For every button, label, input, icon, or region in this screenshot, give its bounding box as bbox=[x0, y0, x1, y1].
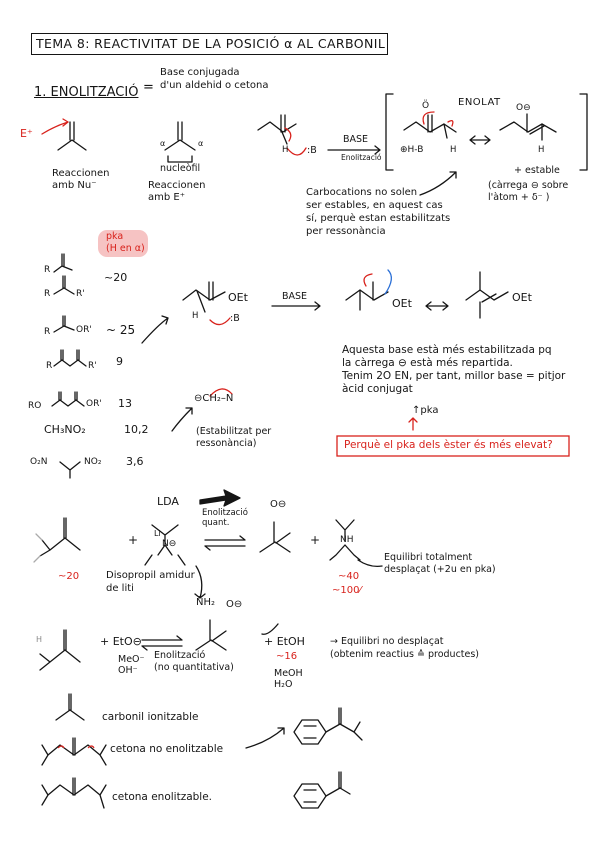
stabilized-note: (Estabilitzat per ressonància) bbox=[196, 426, 272, 449]
lda-label: LDA bbox=[157, 495, 179, 508]
h-label-enolate-2: H bbox=[538, 145, 545, 155]
eth-enolate-o: O⊖ bbox=[226, 599, 243, 610]
nh-label: NH bbox=[340, 535, 354, 545]
pka-amine: ~40 bbox=[338, 571, 360, 582]
oet-enolate-2: OEt bbox=[512, 291, 532, 304]
section-definition: Base conjugada d'un aldehid o cetona bbox=[160, 67, 269, 91]
plus-sign-2: + bbox=[310, 533, 321, 547]
carbocation-note: Carbocations no solen ser estables, en a… bbox=[306, 187, 451, 237]
h-label-enolate: H bbox=[450, 145, 457, 155]
lda-name: Disopropil amidur de liti bbox=[106, 570, 195, 594]
non-enolizable-ketone: cetona no enolitzable bbox=[110, 743, 224, 755]
base-stability-explanation: Aquesta base està més estabilitzada pq l… bbox=[342, 344, 566, 396]
base-label-ester: BASE bbox=[282, 291, 308, 302]
pka-nitromethane: 10,2 bbox=[124, 423, 149, 436]
page-title: TEMA 8: REACTIVITAT DE LA POSICIÓ α AL C… bbox=[36, 36, 386, 51]
hb-label: ⊕H-B bbox=[400, 145, 424, 155]
ethanol-label: + EtOH bbox=[264, 635, 305, 648]
malonate-or: OR' bbox=[86, 399, 102, 409]
solvents-label: MeOH H₂O bbox=[274, 668, 303, 691]
pka-ethanol: ~16 bbox=[276, 651, 298, 662]
lda-enolate-o: O⊖ bbox=[270, 499, 287, 510]
pka-badge: pka (H en α) bbox=[106, 231, 145, 254]
more-stable-label: + estable bbox=[514, 165, 560, 176]
alpha-left: α bbox=[160, 139, 166, 148]
nitromethane-anion: ⊖CH₂–N bbox=[194, 393, 234, 404]
pka-badge-bg bbox=[98, 230, 148, 257]
nucleophile-label: nucleòfil bbox=[160, 163, 201, 174]
dinitro-no2: NO₂ bbox=[84, 457, 102, 467]
ionizable-carbonyl: carbonil ionitzable bbox=[102, 711, 199, 723]
pka-dinitromethane: 3,6 bbox=[126, 455, 144, 468]
aldehyde-r: R bbox=[44, 265, 51, 275]
b-ester: :B bbox=[230, 313, 240, 324]
enolizable-ketone: cetona enolitzable. bbox=[112, 791, 213, 803]
nh2-label: ÑH₂ bbox=[196, 597, 216, 608]
oet-label: OEt bbox=[228, 291, 248, 304]
section-heading: 1. ENOLITZACIÓ bbox=[34, 85, 139, 100]
nitromethane-formula: CH₃NO₂ bbox=[44, 423, 86, 436]
pka-aldehyde: ~20 bbox=[104, 271, 128, 284]
ethoxide-label: + EtO⊖ bbox=[100, 635, 142, 648]
diketone-r: R bbox=[46, 361, 53, 371]
lda-n-minus: N⊖ bbox=[162, 539, 177, 549]
h-ester: H bbox=[192, 311, 199, 321]
title-box bbox=[31, 33, 388, 55]
reacts-nu-label: Reaccionen amb Nu⁻ bbox=[52, 168, 110, 191]
diketone-r-prime: R' bbox=[88, 361, 97, 371]
ketone-r-prime: R' bbox=[76, 289, 85, 299]
o-minus-label: O⊖ bbox=[516, 103, 531, 113]
enolate-label: ENOLAT bbox=[458, 97, 501, 108]
quant-enolization-label: Enolització quant. bbox=[202, 508, 248, 529]
displacement-factor: ~100⁄ bbox=[332, 585, 362, 596]
base-b-label: :B bbox=[307, 145, 317, 156]
non-quant-enolization: Enolització (no quantitativa) bbox=[154, 650, 234, 674]
pka-diketone: 9 bbox=[116, 355, 123, 368]
pka-ketone-lda: ~20 bbox=[58, 571, 80, 582]
equals-sign: = bbox=[143, 80, 154, 95]
ketone-r: R bbox=[44, 289, 51, 299]
plus-sign-1: + bbox=[128, 533, 139, 547]
alpha-right: α bbox=[198, 139, 204, 148]
pka-question: Perquè el pka dels èster és més elevat? bbox=[344, 439, 553, 451]
o-dots-label: Ö bbox=[422, 101, 430, 111]
dinitro-o2n: O₂N bbox=[30, 457, 48, 467]
ester-or: OR' bbox=[76, 325, 92, 335]
charge-note: (càrrega ⊖ sobre l'àtom + δ⁻ ) bbox=[488, 180, 569, 204]
lda-li: Li bbox=[154, 529, 161, 538]
reacts-e-label: Reaccionen amb E⁺ bbox=[148, 180, 206, 203]
ester-r: R bbox=[44, 327, 51, 337]
electrophile-label: E⁺ bbox=[20, 127, 33, 140]
h-label-top: H bbox=[282, 145, 289, 155]
pka-malonate: 13 bbox=[118, 397, 132, 410]
alternative-bases: MeO⁻ OH⁻ bbox=[118, 654, 145, 677]
enolization-small-label: Enolització bbox=[341, 153, 382, 162]
pka-ester: ~ 25 bbox=[106, 323, 136, 337]
h-ethoxide: H bbox=[36, 635, 43, 644]
malonate-ro: RO bbox=[28, 401, 42, 411]
no-displacement-note: → Equilibri no desplaçat (obtenim reacti… bbox=[330, 636, 480, 660]
base-label-top: BASE bbox=[343, 134, 369, 145]
oet-enolate-1: OEt bbox=[392, 297, 412, 310]
total-equilibrium-note: Equilibri totalment desplaçat (+2u en pk… bbox=[384, 552, 496, 576]
higher-pka-label: ↑pka bbox=[412, 405, 439, 416]
